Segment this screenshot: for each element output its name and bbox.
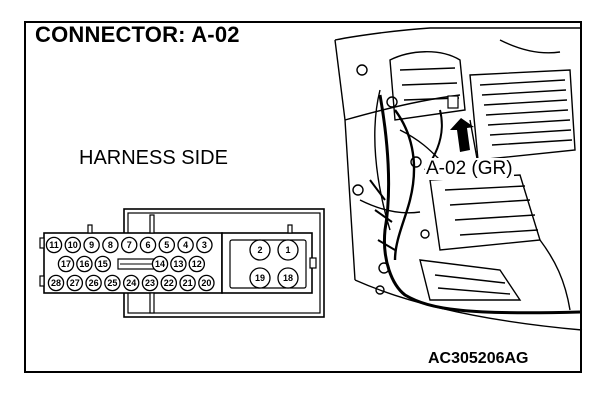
connector-pin: 7 [120, 236, 138, 254]
pin-number: 26 [89, 278, 99, 288]
pin-number: 21 [183, 278, 193, 288]
pin-number: 4 [183, 240, 188, 250]
pin-number: 12 [192, 259, 202, 269]
connector-pin: 10 [64, 236, 82, 254]
connector-pin: 9 [83, 236, 100, 254]
connector-pin: 26 [85, 274, 102, 292]
connector-pin: 28 [47, 274, 65, 292]
connector-pins-right: 2 1 19 18 [249, 239, 299, 289]
connector-pin: 22 [160, 274, 178, 292]
harness-side-label: HARNESS SIDE [79, 147, 228, 169]
pin-number: 14 [155, 259, 165, 269]
pin-number: 25 [107, 278, 117, 288]
pin-number: 11 [49, 240, 59, 250]
connector-pin: 8 [102, 236, 119, 254]
connector-pin: 15 [94, 255, 112, 273]
connector-pin: 21 [179, 274, 196, 292]
pin-number: 8 [108, 240, 113, 250]
pin-number: 9 [89, 240, 94, 250]
pin-number: 15 [98, 259, 108, 269]
pin-number: 20 [201, 278, 211, 288]
connector-pins-row2: 17 16 15 14 13 12 [57, 255, 206, 273]
pin-number: 24 [126, 278, 136, 288]
connector-pin: 24 [122, 274, 140, 292]
connector-pin: 27 [66, 274, 84, 292]
pin-number: 7 [127, 240, 132, 250]
pin-number: 5 [164, 240, 169, 250]
pin-number: 28 [51, 278, 61, 288]
pin-number: 2 [257, 245, 262, 255]
connector-pin: 2 [249, 239, 271, 261]
connector-pin: 18 [277, 267, 299, 289]
pin-number: 23 [145, 278, 155, 288]
connector-pin: 5 [158, 236, 176, 254]
connector-pin: 16 [76, 255, 93, 273]
connector-pin: 17 [57, 255, 75, 273]
pin-number: 22 [164, 278, 174, 288]
pin-number: 17 [61, 259, 71, 269]
connector-pin: 20 [198, 274, 215, 292]
connector-pin: 13 [170, 255, 187, 273]
diagram-title: CONNECTOR: A-02 [35, 22, 240, 47]
pin-number: 19 [255, 273, 265, 283]
connector-pins-row3: 28 27 26 25 24 23 22 21 20 [47, 274, 215, 292]
connector-pin: 14 [151, 255, 169, 273]
pin-number: 13 [173, 259, 183, 269]
pin-number: 1 [285, 245, 290, 255]
connector-location-arrow [447, 95, 474, 152]
figure-code: AC305206AG [428, 350, 529, 367]
connector-pin: 25 [104, 274, 121, 292]
connector-callout-label: A-02 (GR) [425, 158, 514, 180]
pin-number: 18 [283, 273, 293, 283]
pin-number: 3 [202, 240, 207, 250]
connector-pin: 12 [188, 255, 206, 273]
connector-pin: 19 [249, 267, 271, 289]
diagram-frame [24, 21, 582, 373]
connector-pin: 6 [139, 236, 157, 254]
pin-number: 6 [145, 240, 150, 250]
pin-number: 10 [68, 240, 78, 250]
connector-pin: 23 [141, 274, 159, 292]
connector-pin: 1 [277, 239, 299, 261]
pin-number: 27 [70, 278, 80, 288]
connector-pin: 4 [177, 236, 194, 254]
connector-pin: 3 [196, 236, 213, 254]
connector-pins-row1: 11 10 9 8 7 6 5 4 3 [45, 236, 213, 254]
pin-number: 16 [79, 259, 89, 269]
connector-pin: 11 [45, 236, 63, 254]
